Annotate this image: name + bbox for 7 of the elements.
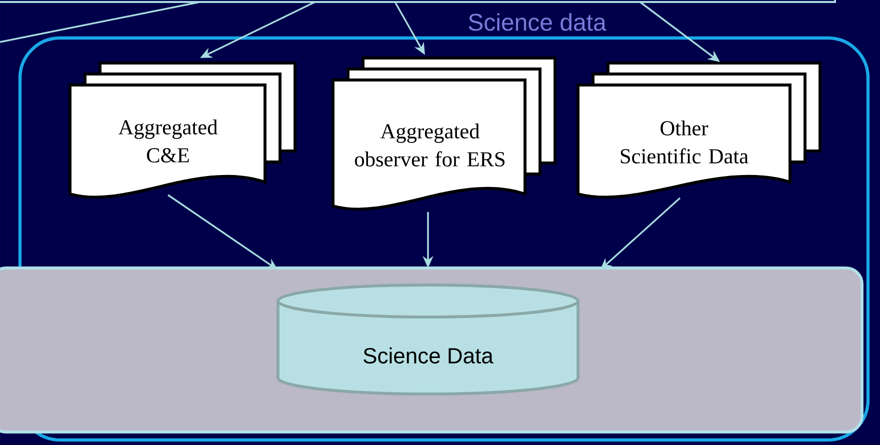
document-stack: Aggregated C&E bbox=[68, 62, 296, 199]
database-cylinder: Science Data bbox=[276, 284, 580, 396]
panel-box bbox=[0, 0, 836, 3]
document-stack: Aggregated observer for ERS bbox=[332, 56, 556, 211]
group-box bbox=[18, 36, 870, 442]
group-title: Science data bbox=[468, 13, 606, 31]
document-stack: Other Scientific Data bbox=[576, 62, 822, 199]
